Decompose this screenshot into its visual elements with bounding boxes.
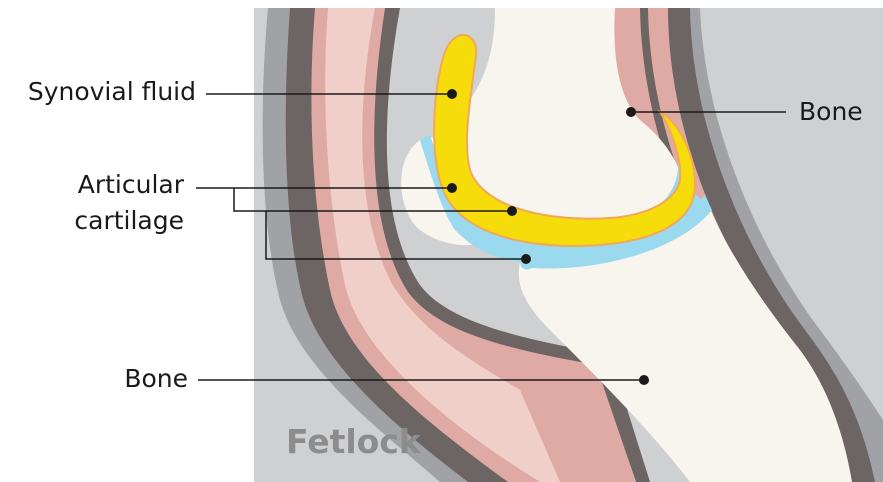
- marker-bone-upper: [626, 107, 636, 117]
- label-articular-cartilage-line2: cartilage: [40, 206, 184, 236]
- marker-cartilage-2: [507, 206, 517, 216]
- marker-cartilage-1: [447, 183, 457, 193]
- label-bone-upper: Bone: [799, 97, 863, 127]
- label-articular-cartilage-line1: Articular: [40, 170, 184, 200]
- diagram-title: Fetlock: [286, 422, 421, 461]
- marker-synovial-fluid: [447, 89, 457, 99]
- label-bone-lower: Bone: [60, 364, 188, 394]
- marker-bone-lower: [639, 375, 649, 385]
- label-synovial-fluid: Synovial fluid: [12, 77, 196, 107]
- marker-cartilage-3: [521, 254, 531, 264]
